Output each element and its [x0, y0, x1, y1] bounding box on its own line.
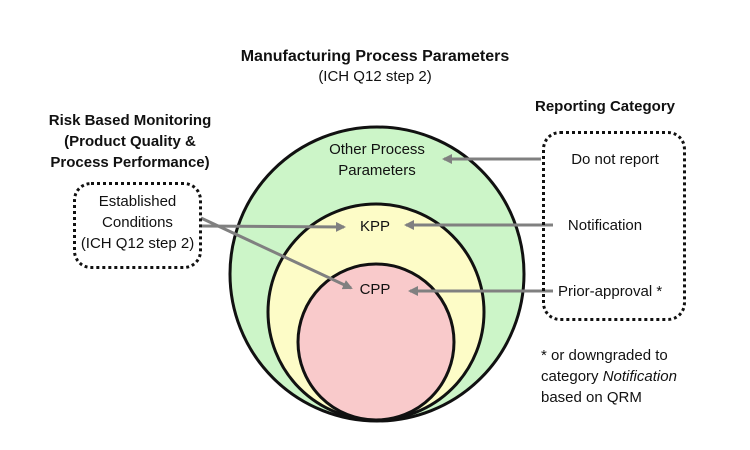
left-heading-line3: Process Performance)	[50, 154, 210, 171]
cpp-label: CPP	[359, 281, 391, 298]
footnote-line2-emphasis: Notification	[602, 368, 677, 385]
established-conditions-box	[73, 182, 202, 269]
reporting-item-do-not-report: Do not report	[571, 151, 659, 168]
established-conditions-line3: (ICH Q12 step 2)	[80, 235, 195, 252]
left-heading: Risk Based Monitoring (Product Quality &…	[30, 110, 230, 173]
reporting-item-notification: Notification	[567, 217, 643, 234]
kpp-label: KPP	[359, 218, 390, 235]
outer-circle-label-line2: Parameters	[338, 162, 416, 179]
left-heading-line1: Risk Based Monitoring	[48, 112, 212, 129]
footnote-line2: category Notification	[541, 366, 677, 387]
footnote-line3: based on QRM	[541, 389, 642, 406]
reporting-category-heading: Reporting Category	[534, 98, 675, 115]
footnote-line1: * or downgraded to	[541, 347, 668, 364]
diagram-title: Manufacturing Process Parameters	[240, 48, 510, 65]
outer-circle-label: Other Process Parameters	[302, 139, 452, 181]
reporting-category-box	[542, 131, 686, 321]
arrow-ec-to-cpp	[200, 216, 353, 290]
inner-circle-cpp	[296, 262, 456, 422]
reporting-item-prior-approval: Prior-approval *	[558, 283, 663, 300]
established-conditions-text: Established Conditions (ICH Q12 step 2)	[70, 191, 205, 254]
footnote: * or downgraded to category Notification…	[541, 345, 677, 408]
left-heading-line2: (Product Quality &	[64, 133, 196, 150]
footnote-line2-prefix: category	[541, 368, 603, 385]
arrow-ec-to-kpp	[200, 221, 346, 232]
diagram-subtitle: (ICH Q12 step 2)	[318, 68, 432, 85]
established-conditions-line1: Established	[98, 193, 177, 210]
established-conditions-line2: Conditions	[102, 214, 173, 231]
outer-circle-label-line1: Other Process	[329, 141, 425, 158]
